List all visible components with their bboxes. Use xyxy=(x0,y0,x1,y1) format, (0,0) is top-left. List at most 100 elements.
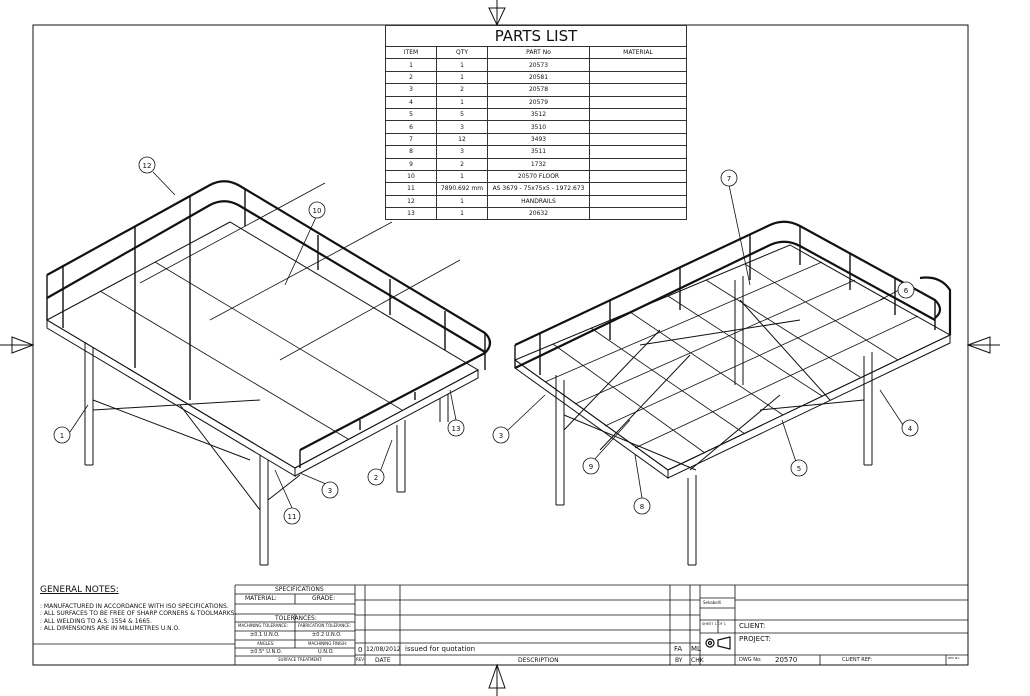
cell-part-no: 3493 xyxy=(487,132,590,147)
balloon-8: 8 xyxy=(640,503,644,511)
cell-part-no: 20581 xyxy=(487,70,590,85)
cell-part-no: HANDRAILS xyxy=(487,194,590,209)
note-item: : ALL DIMENSIONS ARE IN MILLIMETRES U.N.… xyxy=(40,625,180,632)
balloon-3: 3 xyxy=(499,432,503,440)
cell-material xyxy=(589,157,687,171)
spec-grade: GRADE: xyxy=(312,595,336,602)
cell-qty: 1 xyxy=(436,95,488,109)
cell-item: 12 xyxy=(385,194,437,209)
rev-no-label: REV No: xyxy=(948,656,961,660)
client-ref-label: CLIENT REF: xyxy=(842,657,873,663)
cell-item: 11 xyxy=(385,182,437,196)
rev-by: FA xyxy=(674,645,683,653)
cell-material xyxy=(589,145,687,159)
cell-material xyxy=(589,107,687,122)
spec-fabrication-tol: FABRICATION TOLERANCE: xyxy=(298,623,351,628)
cell-qty: 5 xyxy=(436,107,488,122)
balloon-10: 10 xyxy=(313,207,322,215)
cell-qty: 2 xyxy=(436,157,488,171)
rev-header-chk: CHK xyxy=(691,657,704,664)
cell-part-no: 20579 xyxy=(487,95,590,109)
cell-part-no: 20578 xyxy=(487,83,590,97)
cell-item: 4 xyxy=(385,95,437,109)
drawn-by: Sekabelli xyxy=(703,600,722,605)
rev-header-by: BY xyxy=(675,657,683,664)
cell-part-no: 3512 xyxy=(487,107,590,122)
cell-material xyxy=(589,194,687,209)
spec-machining-val: ±0.1 U.N.O. xyxy=(250,632,280,638)
balloon-13: 13 xyxy=(452,425,461,433)
cell-part-no: 3511 xyxy=(487,145,590,159)
note-item: : MANUFACTURED IN ACCORDANCE WITH ISO SP… xyxy=(40,602,229,610)
platform-view-top xyxy=(45,180,492,566)
cell-qty: 1 xyxy=(436,169,488,184)
spec-tolerances: TOLERANCES: xyxy=(275,615,317,622)
parts-list-title: PARTS LIST xyxy=(385,25,687,47)
cell-material xyxy=(589,182,687,196)
balloon-4: 4 xyxy=(908,425,913,433)
cell-material xyxy=(589,58,687,72)
project-label: PROJECT: xyxy=(739,635,771,643)
spec-finish-val: U.N.O. xyxy=(318,649,334,655)
cell-material xyxy=(589,70,687,85)
projection-symbol xyxy=(705,636,731,650)
cell-qty: 1 xyxy=(436,207,488,221)
rev-header-rev: REV xyxy=(356,657,365,662)
spec-surface-treatment: SURFACE TREATMENT: xyxy=(278,657,323,662)
dwg-no-label: DWG No: xyxy=(739,657,762,663)
cell-material xyxy=(589,207,687,221)
cell-item: 3 xyxy=(385,83,437,97)
rev-description: issued for quotation xyxy=(405,645,476,653)
center-mark-left xyxy=(0,336,35,354)
cell-qty: 3 xyxy=(436,145,488,159)
rev-header-description: DESCRIPTION xyxy=(518,657,559,664)
center-mark-bottom xyxy=(488,663,506,696)
col-qty: QTY xyxy=(436,45,488,60)
center-mark-right xyxy=(966,336,1000,354)
rev-header-date: DATE xyxy=(375,657,391,664)
balloon-3: 3 xyxy=(328,487,332,495)
general-notes: GENERAL NOTES: : MANUFACTURED IN ACCORDA… xyxy=(40,585,236,633)
cell-material xyxy=(589,83,687,97)
spec-material: MATERIAL: xyxy=(245,595,277,602)
sheet-number: SHEET 1 OF 1 xyxy=(702,622,726,626)
cell-item: 1 xyxy=(385,58,437,72)
balloon-9: 9 xyxy=(589,463,593,471)
cell-part-no: AS 3679 - 75x75x5 - 1972.673 xyxy=(487,182,590,196)
cell-item: 7 xyxy=(385,132,437,147)
cell-part-no: 20570 FLOOR xyxy=(487,169,590,184)
cell-part-no: 20632 xyxy=(487,207,590,221)
balloon-2: 2 xyxy=(374,474,378,482)
col-part-no: PART No xyxy=(487,45,590,60)
balloons-right xyxy=(492,169,919,515)
cell-qty: 12 xyxy=(436,132,488,147)
cell-material xyxy=(589,169,687,184)
cell-part-no: 1732 xyxy=(487,157,590,171)
balloon-5: 5 xyxy=(797,465,801,473)
balloon-12: 12 xyxy=(143,162,152,170)
spec-machining-finish: MACHINING FINISH: xyxy=(308,641,348,646)
cell-item: 8 xyxy=(385,145,437,159)
general-notes-title: GENERAL NOTES: xyxy=(40,585,119,595)
cell-material xyxy=(589,120,687,134)
cell-qty: 1 xyxy=(436,194,488,209)
cell-material xyxy=(589,132,687,147)
rev-date: 12/08/2012 xyxy=(366,646,401,653)
dwg-no: 20570 xyxy=(775,656,798,664)
balloon-11: 11 xyxy=(288,513,297,521)
col-material: MATERIAL xyxy=(589,45,687,60)
spec-angles: ANGLES: xyxy=(257,641,275,646)
cell-item: 5 xyxy=(385,107,437,122)
center-mark-top xyxy=(488,0,506,27)
